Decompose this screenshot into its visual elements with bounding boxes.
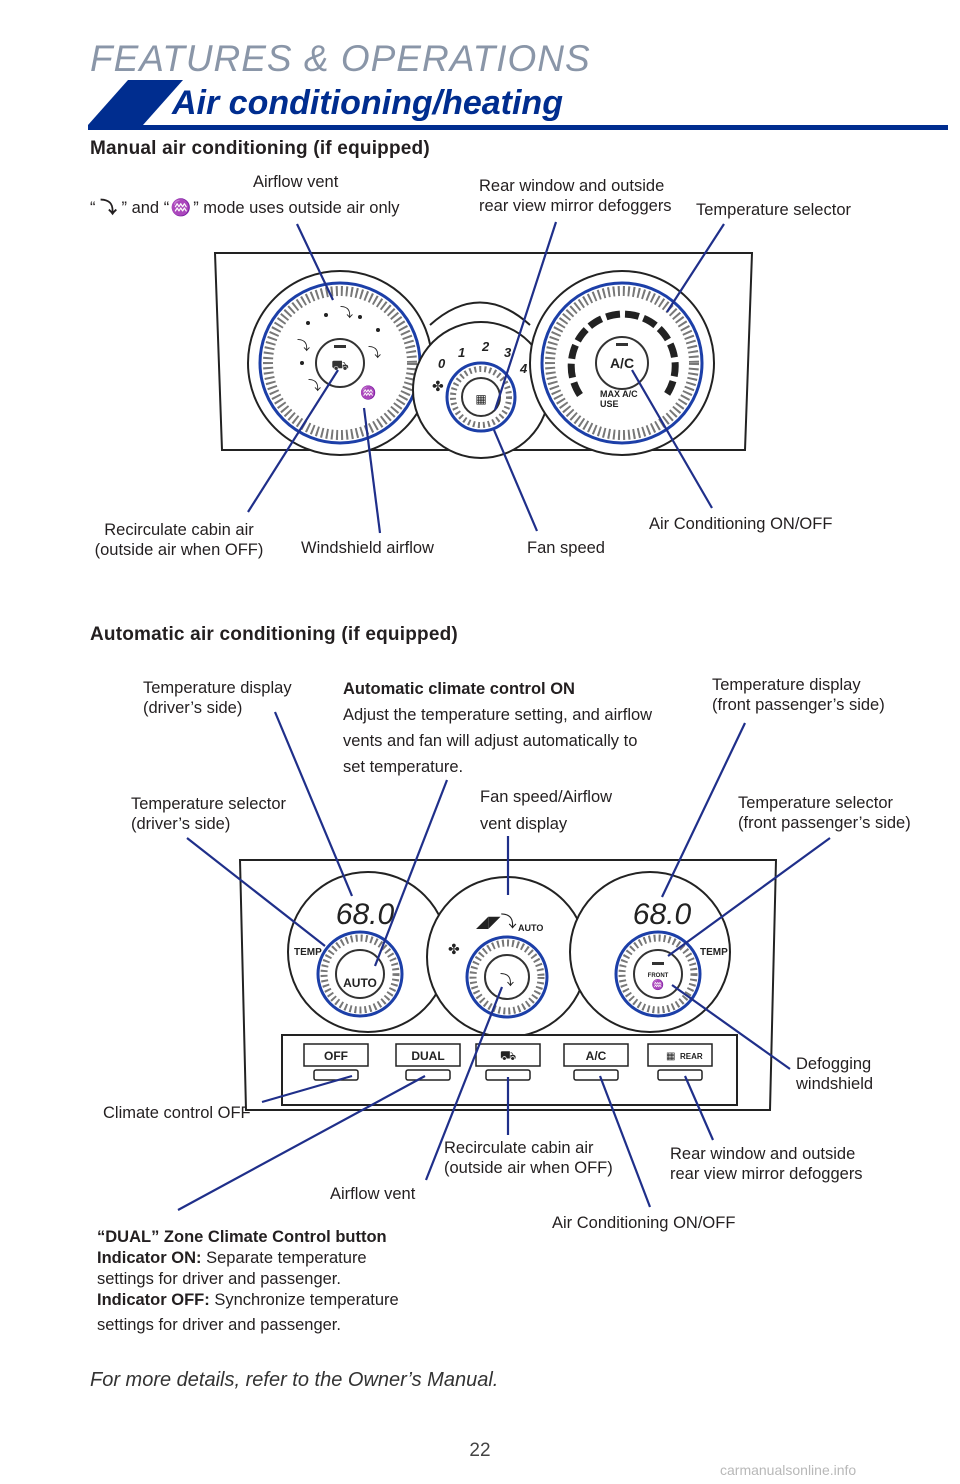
auto-button-label: AUTO — [343, 976, 377, 990]
foot-vent-icon: ⤵ — [100, 199, 117, 217]
manual-ac-heading: Manual air conditioning (if equipped) — [90, 138, 430, 159]
auto-recirculate-label: Recirculate cabin air(outside air when O… — [444, 1139, 613, 1177]
temp-selector-driver-label: Temperature selector(driver’s side) — [131, 795, 286, 833]
automatic-ac-panel: 68.0 TEMP AUTO ◢◤⤵ AUTO ✤ ⤵ 68.0 TEMP FR… — [238, 859, 778, 1111]
button-dual-label: DUAL — [411, 1049, 444, 1063]
button-rear-defogger[interactable]: ▦ REAR — [647, 1043, 713, 1081]
page-heading: Air conditioning/heating — [172, 84, 563, 122]
driver-temp-label: TEMP — [294, 947, 322, 958]
passenger-temp-display: 68.0 — [633, 898, 692, 931]
temp-selector-passenger-label: Temperature selector(front passenger’s s… — [738, 794, 911, 832]
climate-control-off-label: Climate control OFF — [103, 1104, 251, 1122]
airflow-vent-mode-label: “⤵” and “♒” mode uses outside air only — [90, 199, 400, 217]
airflow-vent-icon: ⤵ — [500, 972, 514, 988]
button-ac-label: A/C — [586, 1049, 607, 1063]
automatic-ac-heading: Automatic air conditioning (if equipped) — [90, 624, 458, 645]
vent-face-icon: ⤵ — [297, 338, 310, 353]
button-dual[interactable]: DUAL — [395, 1043, 461, 1081]
auto-ac-onoff-label: Air Conditioning ON/OFF — [552, 1214, 736, 1232]
fan-speed-2: 2 — [481, 339, 490, 354]
fan-icon-auto: ✤ — [448, 941, 460, 957]
button-ac[interactable]: A/C — [563, 1043, 629, 1081]
temperature-selector-label: Temperature selector — [696, 201, 851, 219]
fan-speed-label: Fan speed — [527, 539, 605, 557]
ac-onoff-label: Air Conditioning ON/OFF — [649, 515, 833, 533]
passenger-temp-label: TEMP — [700, 947, 728, 958]
vent-feet-icon: ⤵ — [308, 378, 321, 393]
dual-zone-description: “DUAL” Zone Climate Control button Indic… — [97, 1228, 399, 1334]
watermark: carmanualsonline.info — [720, 1462, 857, 1478]
button-recirculate[interactable]: ⛟ — [475, 1043, 541, 1081]
recirculate-icon: ⛟ — [331, 357, 349, 373]
auto-airflow-vent-label: Airflow vent — [330, 1185, 416, 1203]
recirculate-label: Recirculate cabin air(outside air when O… — [94, 521, 264, 559]
vent-face-feet-icon: ⤵ — [340, 305, 353, 320]
section-title: FEATURES & OPERATIONS — [90, 38, 591, 79]
manual-ac-panel: ⛟ ⤵ ⤵ ⤵ ⤵ ♒ ▦ 0 1 2 3 4 ✤ A/C MAX A/C US… — [213, 252, 754, 459]
button-off-label: OFF — [324, 1049, 348, 1063]
title-bar — [88, 80, 948, 130]
fan-speed-3: 3 — [504, 345, 512, 360]
rear-defogger-icon: ▦ — [475, 392, 486, 406]
fan-speed-0: 0 — [438, 356, 446, 371]
temp-display-passenger-label: Temperature display(front passenger’s si… — [712, 676, 885, 714]
button-rear-label: REAR — [680, 1052, 703, 1061]
front-defog-label: FRONT — [648, 973, 669, 979]
defrost-vent-icon: ♒ — [360, 385, 376, 400]
page-number: 22 — [469, 1440, 491, 1461]
max-ac-use-label: USE — [600, 399, 619, 409]
button-off[interactable]: OFF — [303, 1043, 369, 1081]
ac-button-label: A/C — [610, 355, 634, 371]
front-defog-button[interactable] — [633, 949, 683, 999]
temp-display-driver-label: Temperature display(driver’s side) — [143, 679, 292, 717]
driver-temp-display: 68.0 — [336, 898, 395, 931]
front-defog-icon: ♒ — [652, 978, 664, 991]
footer-note: For more details, refer to the Owner’s M… — [90, 1369, 499, 1391]
defrost-icon: ♒ — [170, 199, 192, 217]
vent-feet-defrost-icon: ⤵ — [368, 345, 381, 360]
automatic-on-description: Automatic climate control ON Adjust the … — [343, 680, 653, 776]
fan-speed-4: 4 — [519, 361, 528, 376]
rear-defogger-icon-auto: ▦ — [666, 1051, 675, 1062]
auto-mode-indicator: AUTO — [518, 923, 543, 933]
auto-button[interactable] — [335, 949, 385, 999]
fan-speed-1: 1 — [458, 345, 465, 360]
fan-icon: ✤ — [432, 378, 444, 394]
airflow-vent-label: Airflow vent — [253, 173, 339, 191]
windshield-airflow-label: Windshield airflow — [301, 539, 434, 557]
max-ac-label: MAX A/C — [600, 389, 638, 399]
recirculate-icon-auto: ⛟ — [500, 1048, 516, 1063]
fan-level-indicator: ◢◤⤵ — [476, 913, 517, 931]
